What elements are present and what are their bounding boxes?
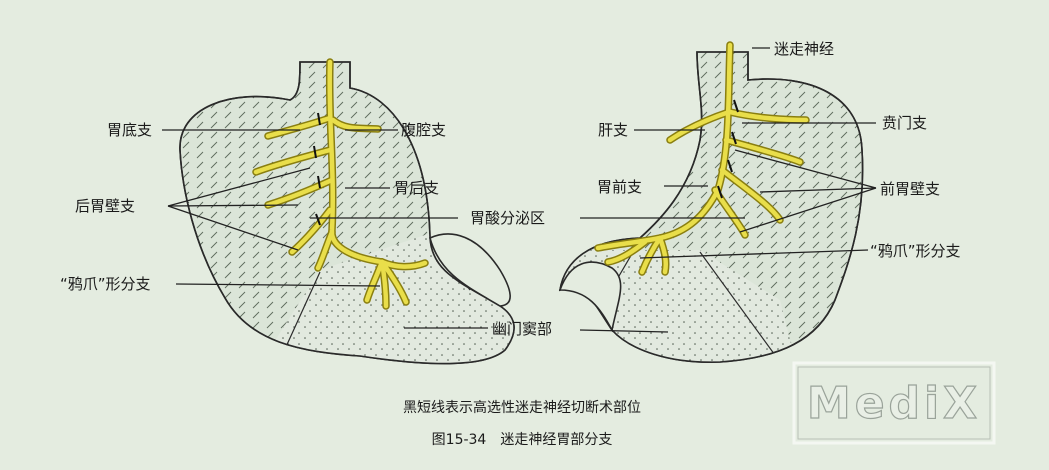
label-posterior-wall-branch: 后胃壁支 [75,197,135,215]
diagram-labels: 胃底支 腹腔支 胃后支 后胃壁支 胃酸分泌区 “鸦爪”形分支 幽门窦部 迷走神经… [60,40,961,338]
label-vagus-nerve: 迷走神经 [774,40,834,58]
leader-lines [162,47,877,333]
watermark-text: MediX [807,378,981,429]
label-cardiac-branch: 贲门支 [882,114,927,132]
label-crow-foot-left: “鸦爪”形分支 [60,275,151,293]
label-celiac-branch: 腹腔支 [401,121,446,139]
label-hepatic-branch: 肝支 [598,121,628,139]
figure-caption: 黑短线表示高选性迷走神经切断术部位 图15-34 迷走神经胃部分支 [403,399,641,448]
label-anterior-gastric: 胃前支 [597,178,642,196]
label-acid-zone: 胃酸分泌区 [470,209,545,227]
label-anterior-wall-branch: 前胃壁支 [880,180,940,198]
label-pyloric-antrum: 幽门窦部 [492,320,552,338]
caption-line-1: 黑短线表示高选性迷走神经切断术部位 [403,399,641,416]
caption-line-2: 图15-34 迷走神经胃部分支 [432,432,613,448]
stomach-left [179,61,515,365]
watermark-logo: MediX [792,361,996,445]
cut-marks-right [717,99,739,199]
label-posterior-gastric: 胃后支 [394,179,439,197]
posterior-vagus-nerve [252,58,429,310]
anterior-vagus-nerve [594,41,810,276]
label-crow-foot-right: “鸦爪”形分支 [870,242,961,260]
cut-marks-left [313,112,321,226]
label-fundus-branch: 胃底支 [107,121,152,139]
